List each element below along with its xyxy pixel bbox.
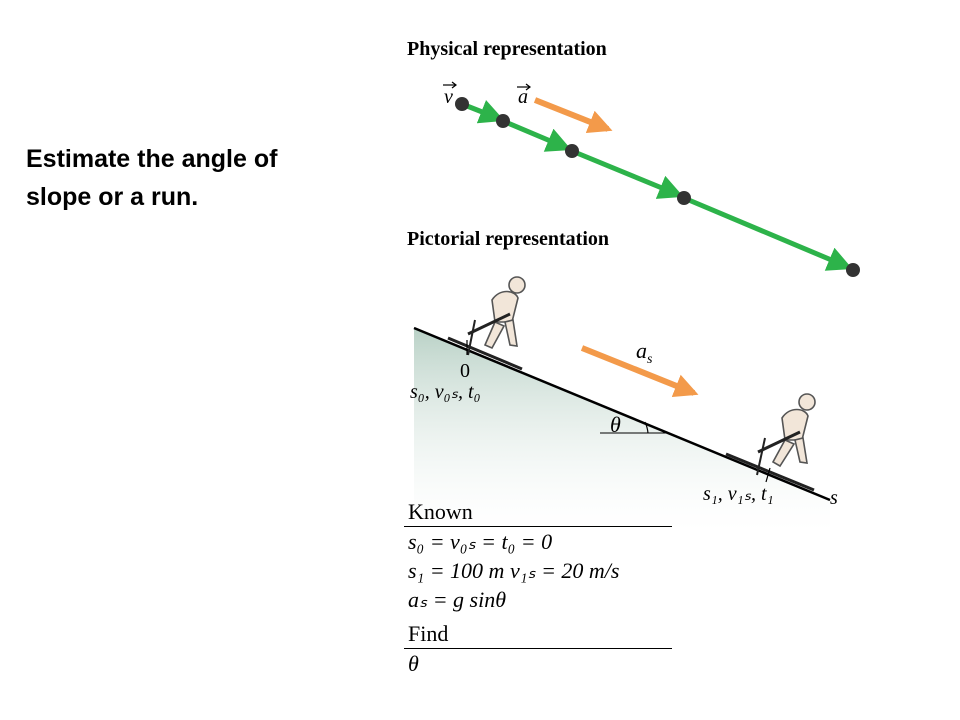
physical-heading: Physical representation <box>407 38 607 60</box>
velocity-label: v <box>444 86 453 108</box>
known-line-3: aₛ = g sinθ <box>408 587 507 612</box>
prompt-line-1: Estimate the angle of <box>26 145 278 173</box>
position-dot-3 <box>565 144 579 158</box>
known-heading: Known <box>408 499 473 524</box>
pictorial-acceleration-vector <box>580 345 699 397</box>
known-find-table: Known s₀ = v₀ₛ = t₀ = 0 s₁ = 100 m v₁ₛ =… <box>404 498 672 678</box>
accel-label: a <box>518 86 528 108</box>
velocity-vector-2 <box>502 118 572 152</box>
position-dot-1 <box>455 97 469 111</box>
ski-slope <box>414 328 830 532</box>
origin-label: 0 <box>460 360 470 382</box>
velocity-vector-3 <box>571 148 684 199</box>
end-tick <box>765 467 771 483</box>
find-rule <box>404 648 672 649</box>
problem-prompt: Estimate the angle of slope or a run. <box>26 140 366 216</box>
known-line-2: s₁ = 100 m v₁ₛ = 20 m/s <box>408 558 620 583</box>
end-label: s₁, v₁ₛ, t₁ <box>703 483 774 505</box>
velocity-vector-4 <box>683 195 853 271</box>
pictorial-heading: Pictorial representation <box>407 228 609 250</box>
known-rule <box>404 526 672 527</box>
start-label: s₀, v₀ₛ, t₀ <box>410 381 481 403</box>
pictorial-accel-label: as <box>636 338 653 367</box>
skier-start <box>467 276 526 356</box>
slope-surface <box>413 326 831 502</box>
skier-end <box>756 393 816 476</box>
axis-label: s <box>830 487 838 509</box>
find-heading: Find <box>408 621 449 646</box>
prompt-line-2: slope or a run. <box>26 183 199 211</box>
find-line-1: θ <box>408 651 419 676</box>
position-dot-5 <box>846 263 860 277</box>
acceleration-vector <box>533 97 613 134</box>
position-dot-4 <box>677 191 691 205</box>
position-dot-2 <box>496 114 510 128</box>
angle-label: θ <box>610 412 621 437</box>
ski-end <box>725 452 815 492</box>
known-line-1: s₀ = v₀ₛ = t₀ = 0 <box>408 529 553 554</box>
velocity-vectors <box>461 100 853 271</box>
angle-arc <box>644 421 649 434</box>
ski-start <box>447 336 523 371</box>
position-dots <box>455 97 860 277</box>
